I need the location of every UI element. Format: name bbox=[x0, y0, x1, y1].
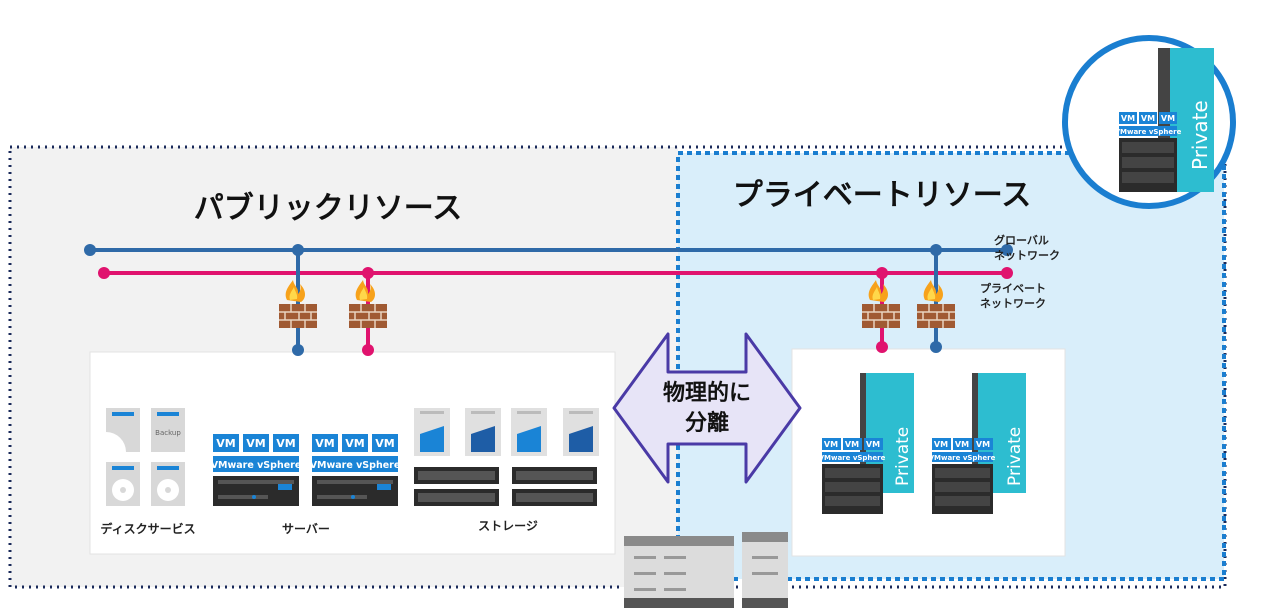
svg-text:Private: Private bbox=[1188, 100, 1212, 170]
svg-text:VMware vSphere: VMware vSphere bbox=[819, 454, 886, 462]
separation-arrow: 物理的に 分離 bbox=[612, 332, 802, 484]
svg-text:VM: VM bbox=[375, 437, 394, 450]
storage-tower-icon bbox=[414, 408, 450, 456]
server-group: VM VM VM VMware vSphere VM VM VM VMware … bbox=[211, 434, 401, 536]
svg-text:VMware vSphere: VMware vSphere bbox=[211, 460, 302, 471]
svg-text:VM: VM bbox=[1141, 114, 1155, 123]
disk-service-group: Backup ディスクサービス bbox=[100, 408, 196, 536]
svg-text:VMware vSphere: VMware vSphere bbox=[1115, 128, 1182, 136]
disk-service-label: ディスクサービス bbox=[100, 521, 195, 536]
svg-text:VMware vSphere: VMware vSphere bbox=[310, 460, 401, 471]
optical-disk-icon bbox=[151, 462, 185, 506]
storage-tower-icon bbox=[465, 408, 501, 456]
svg-text:Backup: Backup bbox=[155, 429, 181, 437]
svg-text:ネットワーク: ネットワーク bbox=[980, 297, 1046, 310]
svg-text:ネットワーク: ネットワーク bbox=[994, 249, 1060, 262]
storage-tower-icon bbox=[563, 408, 599, 456]
backup-icon: Backup bbox=[151, 408, 185, 452]
svg-text:VM: VM bbox=[824, 440, 838, 449]
global-network-label: グローバル ネットワーク bbox=[994, 233, 1060, 262]
optical-disk-icon bbox=[106, 462, 140, 506]
private-server-icon: Private VM VM VM VMware vSphere bbox=[819, 373, 914, 514]
storage-array-icon bbox=[414, 467, 597, 506]
svg-text:Private: Private bbox=[1005, 427, 1025, 486]
separation-text-line1: 物理的に bbox=[663, 380, 751, 406]
svg-text:VM: VM bbox=[955, 440, 969, 449]
svg-text:VMware vSphere: VMware vSphere bbox=[929, 454, 996, 462]
svg-text:VM: VM bbox=[845, 440, 859, 449]
vsphere-server-icon: VM VM VM VMware vSphere bbox=[310, 434, 401, 506]
disk-icon bbox=[106, 408, 140, 452]
storage-group: ストレージ bbox=[414, 408, 599, 533]
svg-text:Private: Private bbox=[893, 427, 913, 486]
server-label: サーバー bbox=[282, 522, 330, 536]
svg-text:グローバル: グローバル bbox=[994, 233, 1049, 247]
separation-text-line2: 分離 bbox=[685, 410, 729, 436]
svg-text:VM: VM bbox=[866, 440, 880, 449]
private-network-label: プライベート ネットワーク bbox=[980, 281, 1046, 310]
private-title: プライベートリソース bbox=[733, 178, 1032, 213]
svg-text:VM: VM bbox=[216, 437, 235, 450]
svg-text:プライベート: プライベート bbox=[980, 281, 1046, 295]
svg-text:VM: VM bbox=[345, 437, 364, 450]
storage-tower-icon bbox=[511, 408, 547, 456]
svg-text:VM: VM bbox=[246, 437, 265, 450]
private-cloud-badge: Private VM VM VM VMware vSphere bbox=[1062, 35, 1236, 209]
vsphere-server-icon: VM VM VM VMware vSphere bbox=[211, 434, 302, 506]
private-zone-border bbox=[676, 151, 1226, 581]
private-server-icon: Private VM VM VM VMware vSphere bbox=[929, 373, 1026, 514]
storage-label: ストレージ bbox=[478, 519, 538, 533]
svg-text:VM: VM bbox=[276, 437, 295, 450]
svg-text:VM: VM bbox=[1161, 114, 1175, 123]
public-title: パブリックリソース bbox=[194, 191, 463, 226]
svg-text:VM: VM bbox=[315, 437, 334, 450]
svg-text:VM: VM bbox=[934, 440, 948, 449]
datacenter-rack-icon bbox=[624, 532, 788, 608]
svg-text:VM: VM bbox=[1121, 114, 1135, 123]
svg-text:VM: VM bbox=[976, 440, 990, 449]
